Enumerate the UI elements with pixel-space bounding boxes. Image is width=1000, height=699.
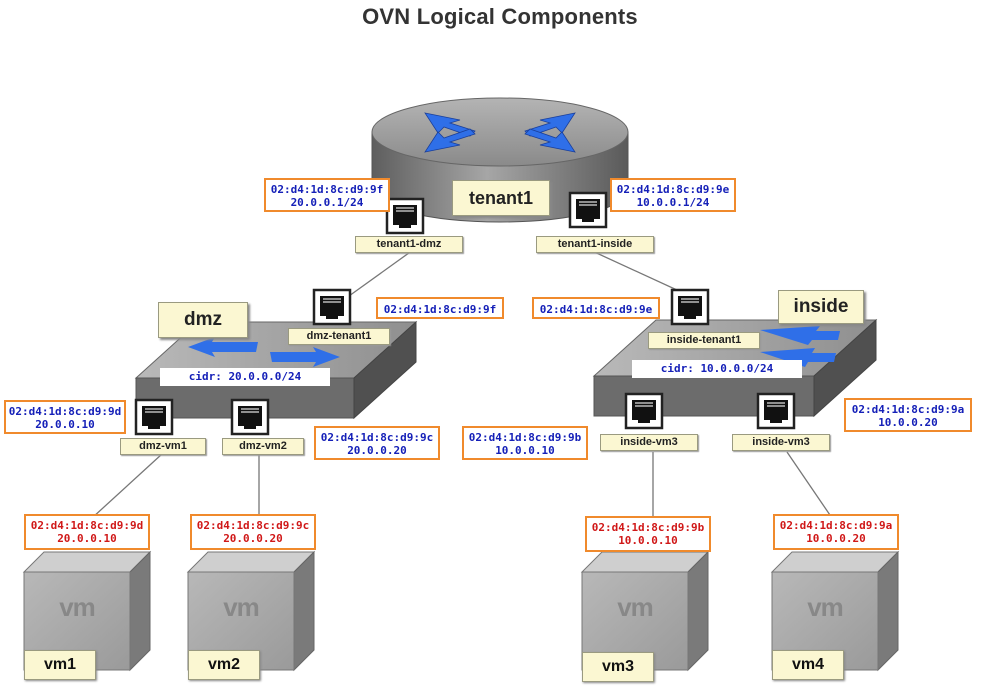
- vm4-name-label: vm4: [772, 650, 844, 680]
- vm2-logo-icon: vm: [223, 592, 260, 622]
- inside-vm3-ip: 10.0.0.10: [495, 444, 555, 457]
- inside-vm3-mac: 02:d4:1d:8c:d9:9b: [468, 431, 582, 444]
- dmz-tenant1-address-label: 02:d4:1d:8c:d9:9f: [376, 297, 504, 319]
- dmz-vm2-address-label: 02:d4:1d:8c:d9:9c 20.0.0.20: [314, 426, 440, 460]
- vm3-mac: 02:d4:1d:8c:d9:9b: [591, 521, 705, 534]
- link-router-dmz: [348, 249, 414, 297]
- port-tag-inside-tenant1: inside-tenant1: [648, 332, 760, 349]
- dmz-switch-arrows-icon: [188, 337, 340, 367]
- router-name-label: tenant1: [452, 180, 550, 216]
- port-tag-inside-vm3: inside-vm3: [600, 434, 698, 451]
- link-dmz-vm1: [91, 453, 163, 519]
- port-tag-dmz-vm2: dmz-vm2: [222, 438, 304, 455]
- vm3-address-label: 02:d4:1d:8c:d9:9b 10.0.0.10: [585, 516, 711, 552]
- router-arrows-icon: [424, 112, 576, 153]
- port-tag-dmz-vm1: dmz-vm1: [120, 438, 206, 455]
- port-icon-tenant1-inside: [568, 191, 608, 229]
- router-dmz-address-label: 02:d4:1d:8c:d9:9f 20.0.0.1/24: [264, 178, 390, 212]
- dmz-vm2-ip: 20.0.0.20: [347, 444, 407, 457]
- inside-cidr-label: cidr: 10.0.0.0/24: [632, 360, 802, 378]
- links: [91, 249, 833, 519]
- router-dmz-ip: 20.0.0.1/24: [290, 196, 364, 209]
- vm4-logo-icon: vm: [807, 592, 844, 622]
- port-icon-tenant1-dmz: [385, 197, 425, 235]
- dmz-cidr-label: cidr: 20.0.0.0/24: [160, 368, 330, 386]
- vm4-address-label: 02:d4:1d:8c:d9:9a 10.0.0.20: [773, 514, 899, 550]
- diagram-title: OVN Logical Components: [362, 4, 638, 29]
- inside-switch-name-label: inside: [778, 290, 864, 324]
- inside-vm4-address-label: 02:d4:1d:8c:d9:9a 10.0.0.20: [844, 398, 972, 432]
- port-icon-dmz-vm2: [230, 398, 270, 436]
- dmz-tenant1-mac: 02:d4:1d:8c:d9:9f: [383, 303, 497, 316]
- vm1-address-label: 02:d4:1d:8c:d9:9d 20.0.0.10: [24, 514, 150, 550]
- port-tag-tenant1-inside: tenant1-inside: [536, 236, 654, 253]
- link-inside-vm4: [786, 451, 833, 519]
- router-dmz-mac: 02:d4:1d:8c:d9:9f: [270, 183, 384, 196]
- vm4-mac: 02:d4:1d:8c:d9:9a: [779, 519, 893, 532]
- router-inside-address-label: 02:d4:1d:8c:d9:9e 10.0.0.1/24: [610, 178, 736, 212]
- vm3-device[interactable]: [580, 550, 710, 672]
- vm1-name-label: vm1: [24, 650, 96, 680]
- router-inside-ip: 10.0.0.1/24: [636, 196, 710, 209]
- vm2-address-label: 02:d4:1d:8c:d9:9c 20.0.0.20: [190, 514, 316, 550]
- port-tag-tenant1-dmz: tenant1-dmz: [355, 236, 463, 253]
- inside-vm4-mac: 02:d4:1d:8c:d9:9a: [851, 403, 965, 416]
- dmz-vm1-address-label: 02:d4:1d:8c:d9:9d 20.0.0.10: [4, 400, 126, 434]
- inside-tenant1-address-label: 02:d4:1d:8c:d9:9e: [532, 297, 660, 319]
- dmz-switch-name-label: dmz: [158, 302, 248, 338]
- port-icon-dmz-vm1: [134, 398, 174, 436]
- vm3-logo-icon: vm: [617, 592, 654, 622]
- port-icon-inside-tenant1: [670, 288, 710, 326]
- vm1-mac: 02:d4:1d:8c:d9:9d: [30, 519, 144, 532]
- link-router-inside: [589, 249, 691, 297]
- port-icon-inside-vm4: [756, 392, 796, 430]
- port-icon-inside-vm3: [624, 392, 664, 430]
- vm2-name-label: vm2: [188, 650, 260, 680]
- port-tag-inside-vm4: inside-vm3: [732, 434, 830, 451]
- port-tag-dmz-tenant1: dmz-tenant1: [288, 328, 390, 345]
- inside-vm4-ip: 10.0.0.20: [878, 416, 938, 429]
- inside-switch-arrows-icon: [760, 326, 840, 367]
- dmz-vm1-mac: 02:d4:1d:8c:d9:9d: [8, 405, 122, 418]
- vm4-ip: 10.0.0.20: [806, 532, 866, 545]
- router-inside-mac: 02:d4:1d:8c:d9:9e: [616, 183, 730, 196]
- dmz-vm1-ip: 20.0.0.10: [35, 418, 95, 431]
- inside-tenant1-mac: 02:d4:1d:8c:d9:9e: [539, 303, 653, 316]
- vm3-ip: 10.0.0.10: [618, 534, 678, 547]
- port-icon-dmz-tenant1: [312, 288, 352, 326]
- vm1-logo-icon: vm: [59, 592, 96, 622]
- inside-vm3-address-label: 02:d4:1d:8c:d9:9b 10.0.0.10: [462, 426, 588, 460]
- dmz-vm2-mac: 02:d4:1d:8c:d9:9c: [320, 431, 434, 444]
- vm1-ip: 20.0.0.10: [57, 532, 117, 545]
- vm2-mac: 02:d4:1d:8c:d9:9c: [196, 519, 310, 532]
- vm3-name-label: vm3: [582, 652, 654, 682]
- vm2-ip: 20.0.0.20: [223, 532, 283, 545]
- router-device[interactable]: [371, 97, 629, 223]
